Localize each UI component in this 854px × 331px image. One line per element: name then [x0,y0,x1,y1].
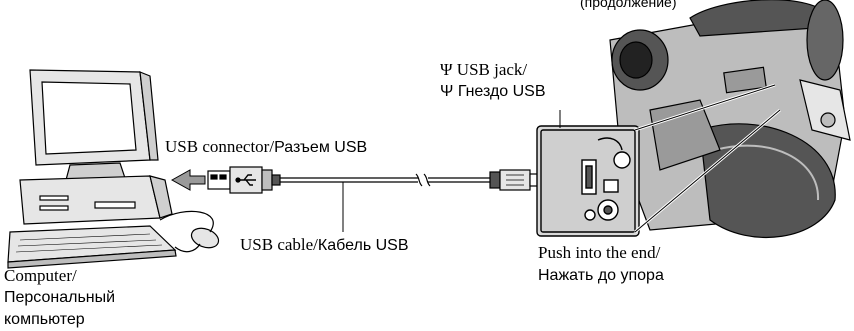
usb-cable-label: USB cable/Кабель USB [240,235,409,256]
top-partial-text: (продолжение) [580,0,676,12]
push-label-ru: Нажать до упора [538,266,664,286]
usb-connector-plug [208,167,280,193]
usb-cable-label-ru: Кабель USB [318,237,409,254]
usb-jack-label: Ψ USB jack/ [440,60,527,80]
computer-label-ru-2: компьютер [4,310,85,330]
mini-usb-plug [490,170,544,190]
usb-connector-label-ru: Разъем USB [274,139,367,156]
camcorder-illustration [610,0,850,237]
usb-cable-label-en: USB cable/ [240,235,318,254]
arrow-to-computer [172,170,205,190]
push-label-en: Push into the end/ [538,243,660,263]
usb-connector-label: USB connector/Разъем USB [165,137,367,158]
usb-connector-label-en: USB connector/ [165,137,274,156]
usb-cable [280,174,490,232]
computer-label-ru-1: Персональный [4,288,115,308]
computer-illustration [8,70,221,268]
usb-jack-label-en: Ψ USB jack/ [440,60,527,79]
computer-label-en: Computer/ [4,266,77,286]
usb-jack-label-ru: Ψ Гнездо USB [440,82,546,102]
